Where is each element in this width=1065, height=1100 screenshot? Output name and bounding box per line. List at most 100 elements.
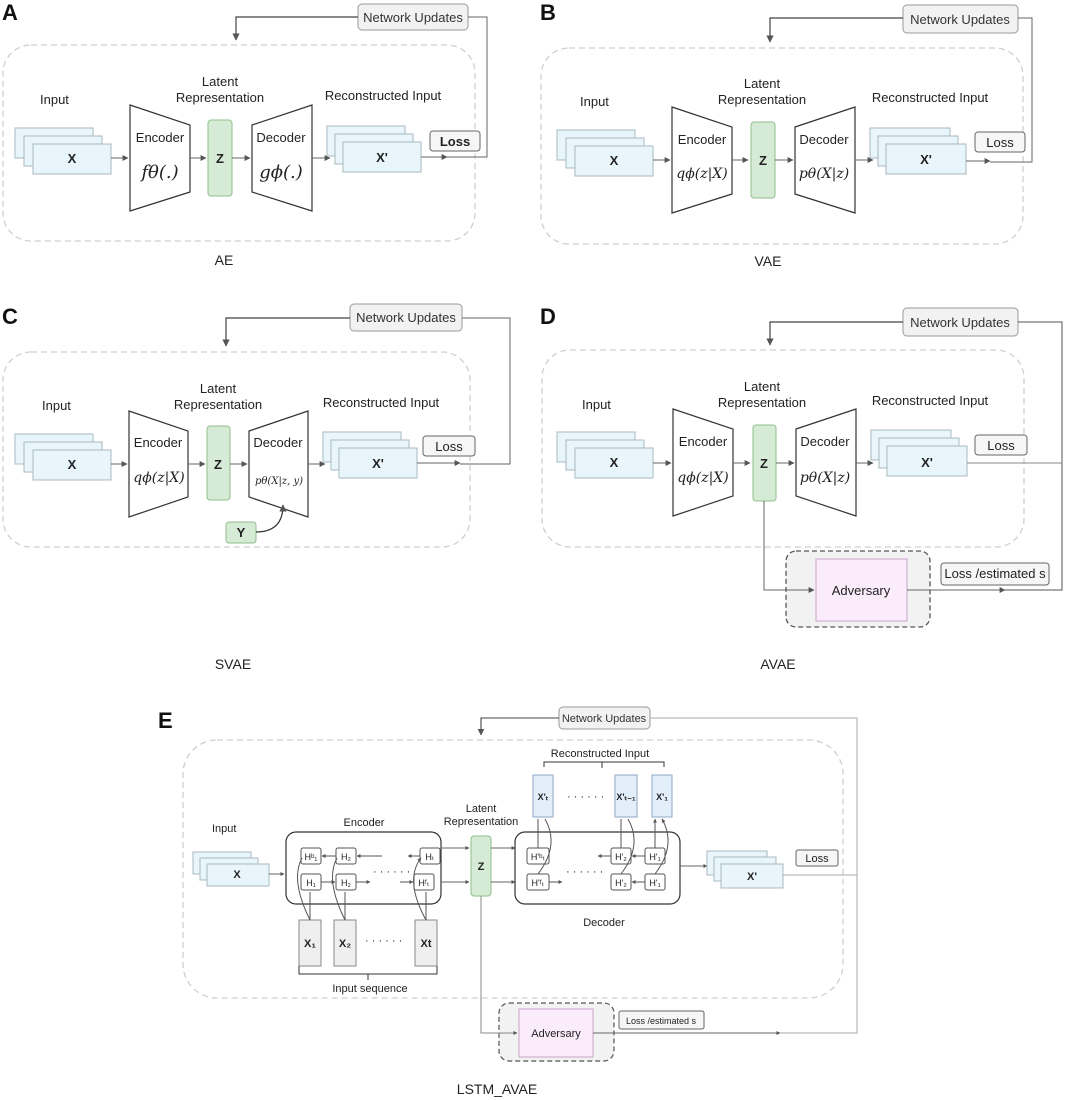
dec-cell-top-2: H'₂ [615, 852, 627, 862]
panel-letter-b: B [540, 0, 556, 25]
network-updates-label: Network Updates [562, 713, 647, 725]
decoder-block [251, 104, 313, 212]
input-x: X [68, 151, 77, 166]
encoder-block [672, 408, 734, 517]
latent-label-line2: Representation [718, 92, 806, 107]
enc-cell-top-1: Hᵇ₁ [305, 852, 318, 862]
latent-z: Z [216, 151, 224, 166]
dec-cell-top-t: H'ᵇₜ [531, 852, 546, 862]
decoder-block [794, 106, 856, 214]
seq-out-t: X'ₜ [538, 792, 549, 802]
panel-letter-d: D [540, 304, 556, 329]
decoder-dots: · · · · · · [566, 866, 603, 878]
network-updates-label: Network Updates [356, 310, 456, 325]
dec-cell-top-1: H'₁ [649, 852, 660, 862]
input-label: Input [212, 823, 236, 835]
input-stack [556, 129, 654, 177]
caption-vae: VAE [755, 253, 782, 269]
sequence-outputs [532, 774, 673, 818]
y-conditioning-arrow [255, 504, 287, 533]
caption-avae: AVAE [760, 656, 795, 672]
input-x: X [610, 153, 619, 168]
seq-xt: Xt [421, 938, 432, 950]
latent-z: Z [478, 861, 485, 873]
decoder-function: pθ(X|z) [800, 470, 850, 486]
dec-cell-bottom-1: H'₁ [649, 878, 660, 888]
encoder-block [128, 410, 189, 518]
feedback-line [990, 17, 1033, 163]
network-updates-label: Network Updates [910, 12, 1010, 27]
loss-label: Loss [435, 439, 463, 454]
sequence-inputs [298, 919, 438, 967]
input-stack [14, 433, 112, 481]
encoder-function: fθ(.) [139, 162, 178, 183]
decoder-block [248, 410, 309, 518]
loss-estimated-label: Loss /estimated s [626, 1016, 697, 1026]
loss-label: Loss [987, 438, 1015, 453]
input-stack [192, 851, 270, 887]
enc-cell-top-2: H₂ [341, 852, 351, 862]
dec-cell-bottom-2: H'₂ [615, 878, 627, 888]
output-x-prime: X' [920, 152, 932, 167]
output-dots: · · · · · · [567, 791, 604, 803]
input-sequence-label: Input sequence [332, 983, 407, 995]
panel-d: D Network Updates Input Latent Represent… [540, 304, 1063, 672]
encoder-label: Encoder [136, 130, 185, 145]
latent-label-line2: Representation [718, 395, 806, 410]
panel-c: C Network Updates Input Latent Represent… [2, 303, 511, 672]
latent-label-line2: Representation [444, 816, 519, 828]
latent-label-line1: Latent [200, 381, 237, 396]
enc-cell-bottom-t: Hᶠₜ [418, 878, 430, 888]
input-label: Input [580, 94, 609, 109]
network-updates-label: Network Updates [363, 10, 463, 25]
loss-box [974, 131, 1026, 153]
caption-lstm-avae: LSTM_AVAE [457, 1081, 537, 1097]
encoder-function: qϕ(z|X) [133, 470, 185, 486]
loss-estimated-label: Loss /estimated s [944, 566, 1046, 581]
output-x-prime: X' [372, 456, 384, 471]
decoder-label: Decoder [799, 132, 849, 147]
panel-a: A Network Updates Input Latent Represent… [2, 0, 488, 268]
decoder-function: gϕ(.) [259, 162, 303, 183]
encoder-function: qϕ(z|X) [676, 166, 728, 182]
feedback-line [1005, 321, 1063, 591]
panel-letter-c: C [2, 304, 18, 329]
lstm-decoder [514, 831, 681, 905]
latent-z: Z [760, 456, 768, 471]
latent-z: Z [759, 153, 767, 168]
output-stack [326, 125, 422, 173]
seq-x2: X₂ [339, 938, 351, 950]
input-stack [556, 431, 654, 479]
encoder-block [671, 106, 733, 214]
input-label: Input [42, 398, 71, 413]
latent-label-line1: Latent [744, 379, 781, 394]
encoder-label: Encoder [679, 434, 728, 449]
encoder-label: Encoder [344, 817, 385, 829]
output-stack [869, 127, 967, 175]
encoder-dots: · · · · · · [373, 866, 410, 878]
input-x: X [68, 457, 77, 472]
dec-cell-bottom-t: H'ᶠₜ [532, 878, 545, 888]
panel-e: E Network Updates Input Latent Represent… [158, 706, 858, 1097]
adversary-block [518, 1008, 594, 1058]
loss-estimated-box [618, 1010, 705, 1030]
loss-box [974, 434, 1028, 456]
decoder-label: Decoder [800, 434, 850, 449]
reconstructed-label: Reconstructed Input [323, 395, 440, 410]
input-label: Input [40, 92, 69, 107]
loss-estimated-box [940, 562, 1050, 586]
loss-box [795, 849, 839, 867]
update-arrow [232, 16, 358, 41]
input-x: X [610, 455, 619, 470]
network-updates-label: Network Updates [910, 315, 1010, 330]
decoder-function: pθ(X|z, y) [255, 476, 303, 487]
encoder-label: Encoder [134, 435, 183, 450]
seq-out-1: X'₁ [656, 792, 668, 802]
model-boundary [2, 44, 476, 242]
update-arrow [766, 321, 903, 346]
latent-label-line1: Latent [744, 76, 781, 91]
enc-cell-bottom-2: H₂ [341, 878, 351, 888]
latent-label-line1: Latent [466, 803, 497, 815]
input-label: Input [582, 397, 611, 412]
